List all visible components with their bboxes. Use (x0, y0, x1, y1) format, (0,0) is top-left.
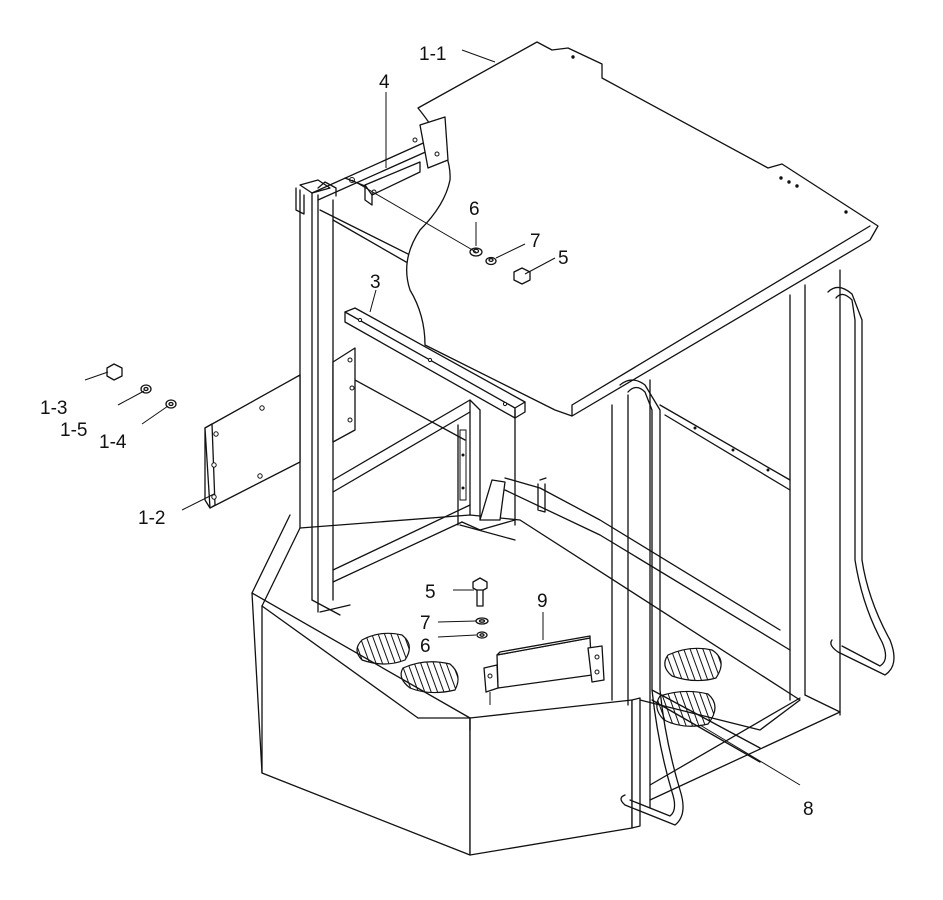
part-3-rail (344, 307, 526, 419)
callout-1-3: 1-3 (40, 398, 67, 419)
part-1-2-side-plate (204, 347, 356, 509)
callout-1-2: 1-2 (138, 508, 165, 529)
callout-6-top: 6 (469, 199, 480, 220)
callout-7-bottom: 7 (420, 613, 431, 634)
callout-5-bottom: 5 (425, 582, 436, 603)
callout-6-bottom: 6 (420, 636, 431, 657)
part-4-bracket (344, 116, 449, 206)
callout-3: 3 (370, 272, 381, 293)
callout-1-4: 1-4 (99, 432, 127, 453)
leader-lines (84, 49, 801, 786)
handrail-right-rear (827, 286, 895, 676)
fasteners-top (351, 179, 531, 285)
callout-8: 8 (803, 799, 814, 820)
handrail-right-front (619, 379, 684, 826)
base-tub (251, 514, 801, 856)
callout-1-1: 1-1 (419, 44, 446, 65)
callout-5-top: 5 (558, 248, 569, 269)
callout-7-top: 7 (530, 231, 541, 252)
callout-1-5: 1-5 (60, 420, 87, 441)
callout-9: 9 (537, 591, 548, 612)
callout-4: 4 (379, 72, 390, 93)
fasteners-left (106, 363, 177, 409)
fasteners-bottom (472, 577, 489, 639)
roof-panel (406, 41, 879, 417)
callout-labels: 1-1 4 6 7 5 3 1-3 1-5 1-4 1-2 5 9 7 6 8 (40, 44, 814, 820)
part-9-bracket (483, 635, 605, 705)
